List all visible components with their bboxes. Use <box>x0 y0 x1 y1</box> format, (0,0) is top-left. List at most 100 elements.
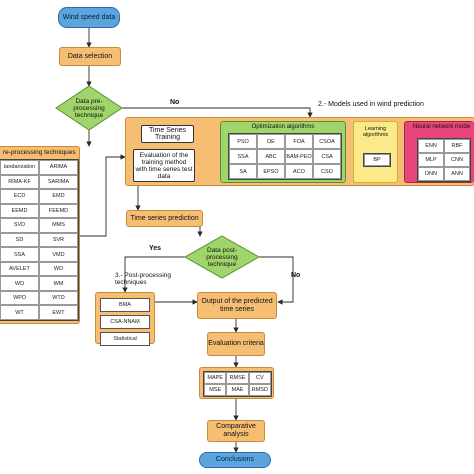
preprocessing-decision-label: Data pre-processing technique <box>62 96 116 120</box>
optimization-algorithm-cell: CSA <box>313 149 341 164</box>
output-predicted-label: Output of the predicted time series <box>201 297 273 313</box>
wind-speed-node: Wind speed data <box>58 7 120 28</box>
preprocessing-technique-cell: SD <box>0 232 39 248</box>
arrow-preprocessing-to-models <box>80 154 126 237</box>
optimization-algorithm-cell: SSA <box>229 149 257 164</box>
postprocessing-decision-label: Data post-processing technique <box>195 244 249 270</box>
neural-model-cell: RBF <box>444 139 470 153</box>
postprocessing-technique-cell: Statistical <box>100 332 150 346</box>
postprocessing-decision-diamond <box>183 235 261 279</box>
evaluation-metric-cell: MAE <box>226 384 249 396</box>
neural-model-cell: ANN <box>444 167 470 181</box>
preprocessing-technique-cell: SVR <box>39 232 78 248</box>
postprocessing-decision-text: Data post-processing technique <box>206 246 238 268</box>
preprocessing-technique-cell: ECD <box>0 189 39 204</box>
postprocessing-technique-cell: BMA <box>100 298 150 312</box>
optimization-algorithm-cell: SA <box>229 164 257 179</box>
comparative-node: Comparative analysis <box>207 420 265 442</box>
preprocessing-technique-cell: WM <box>39 276 78 291</box>
eval-training-box: Evaluation of the training method with t… <box>133 149 195 182</box>
preprocessing-technique-cell: VMD <box>39 247 78 262</box>
ts-prediction-label: Time series prediction <box>130 214 199 222</box>
evaluation-metric-cell: MSE <box>204 384 227 396</box>
evaluation-criteria-node: Evaluation criteria <box>207 332 265 356</box>
arrow-decision-no-to-models <box>122 107 313 118</box>
learning-title: Learning algorithms <box>362 126 389 138</box>
preprocessing-technique-cell: WD <box>0 276 39 291</box>
arrow-postdecision-yes <box>122 256 186 293</box>
wind-speed-label: Wind speed data <box>62 13 116 21</box>
neural-model-cell: CNN <box>444 153 470 167</box>
arrow-postdecision-no <box>259 256 294 305</box>
postprocessing-panel: BMA CSA-NNAM Statistical <box>95 292 155 346</box>
preprocessing-decision-text: Data pre-processing technique <box>73 97 105 119</box>
preprocessing-technique-cell: EWT <box>39 305 78 320</box>
learning-algorithm-cell: BP <box>364 154 390 166</box>
optimization-algorithm-cell: CSOA <box>313 134 341 149</box>
no-label-top: No <box>170 99 180 106</box>
preprocessing-technique-cell: RIMA-KF <box>0 174 39 190</box>
preprocessing-technique-cell: SARIMA <box>39 174 78 190</box>
comparative-label: Comparative analysis <box>216 423 256 438</box>
learning-panel: Learning algorithms BP <box>353 121 398 183</box>
preprocessing-technique-cell: ARIMA <box>39 160 78 175</box>
conclusions-label: Conclusions <box>215 456 255 463</box>
evaluation-criteria-label: Evaluation criteria <box>208 340 264 347</box>
postprocessing-title: 3.- Post-processing techniques <box>115 272 171 286</box>
preprocessing-title: re-processing techniques <box>3 149 76 156</box>
data-selection-label: Data selection <box>67 52 113 60</box>
neural-model-cell: ENN <box>418 139 444 153</box>
ts-training-box: Time Series Training <box>141 125 194 143</box>
preprocessing-technique-cell: WTD <box>39 290 78 306</box>
preprocessing-technique-cell: SSA <box>0 247 39 262</box>
no-label-right: No <box>291 272 301 279</box>
neural-model-cell: MLP <box>418 153 444 167</box>
optimization-algorithm-cell: ABC <box>257 149 285 164</box>
ts-prediction-node: Time series prediction <box>126 210 203 227</box>
preprocessing-technique-cell: FEEMD <box>39 203 78 219</box>
optimization-algorithm-cell: EPSO <box>257 164 285 179</box>
optimization-algorithm-cell: FOA <box>285 134 313 149</box>
data-selection-node: Data selection <box>59 47 121 66</box>
preprocessing-technique-cell: WD <box>39 261 78 277</box>
optimization-algorithm-cell: DE <box>257 134 285 149</box>
preprocessing-technique-cell: SVD <box>0 218 39 233</box>
optimization-algorithm-cell: CSO <box>313 164 341 179</box>
ts-training-label: Time Series Training <box>148 127 187 141</box>
evaluation-metric-cell: RMSE <box>226 372 249 384</box>
preprocessing-technique-cell: MMS <box>39 218 78 233</box>
preprocessing-technique-cell: AVELET <box>0 261 39 277</box>
optimization-algorithm-cell: BAM-PEO <box>285 149 313 164</box>
preprocessing-technique-cell: WT <box>0 305 39 320</box>
output-predicted-node: Output of the predicted time series <box>197 292 277 319</box>
learning-grid: BP <box>363 153 391 167</box>
preprocessing-decision-diamond <box>55 85 123 131</box>
eval-training-label: Evaluation of the training method with t… <box>135 151 193 180</box>
preprocessing-technique-cell: tandarization <box>0 160 39 175</box>
optimization-algorithm-cell: ACO <box>285 164 313 179</box>
models-title: 2.- Models used in wind prediction <box>318 101 424 108</box>
preprocessing-technique-cell: EMD <box>39 189 78 204</box>
evaluation-metric-cell: MAPE <box>204 372 227 384</box>
conclusions-node: Conclusions <box>199 452 271 468</box>
neural-title: Neural network mode <box>413 124 471 130</box>
preprocessing-technique-cell: EEMD <box>0 203 39 219</box>
preprocessing-technique-cell: WPD <box>0 290 39 306</box>
yes-label: Yes <box>149 245 162 252</box>
optimization-algorithm-cell: PSO <box>229 134 257 149</box>
postprocessing-technique-cell: CSA-NNAM <box>100 315 150 329</box>
evaluation-metric-cell: CV <box>248 372 271 384</box>
evaluation-metric-cell: RMSD <box>248 384 271 396</box>
optimization-title: Optimization algorithms <box>251 124 315 130</box>
neural-model-cell: DNN <box>418 167 444 181</box>
postprocessing-list: BMA CSA-NNAM Statistical <box>100 298 150 349</box>
